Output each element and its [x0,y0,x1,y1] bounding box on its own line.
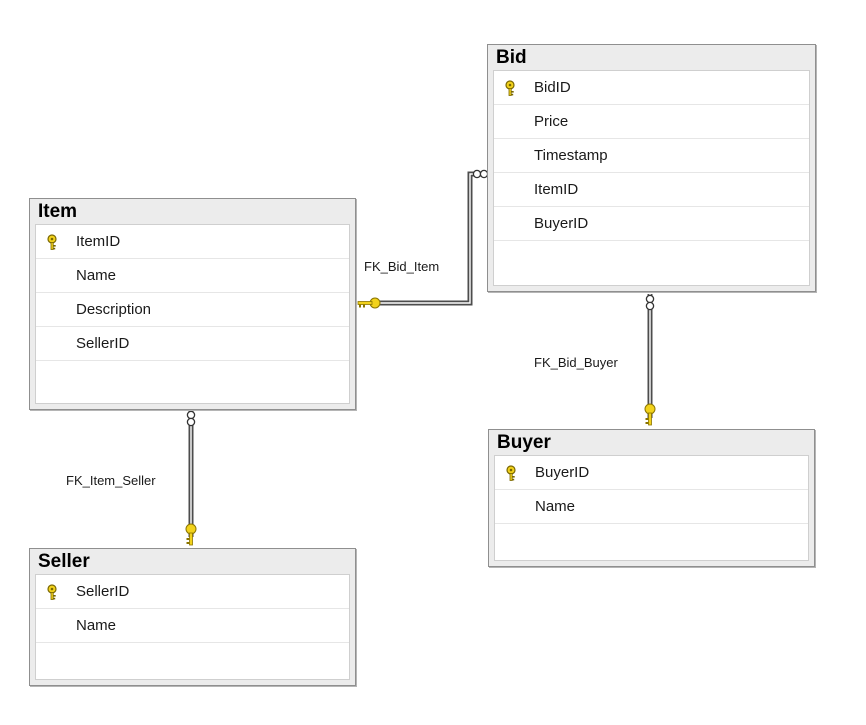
column-row[interactable]: Name [36,259,349,293]
infinity-icon [472,169,489,179]
key-icon [505,80,515,96]
key-icon [185,523,197,546]
column-row[interactable]: SellerID [36,575,349,609]
column-row[interactable]: ItemID [494,173,809,207]
column-name: ItemID [76,233,121,250]
column-name: Name [76,617,117,634]
column-name: ItemID [534,181,579,198]
column-name: Description [76,301,152,318]
column-row[interactable]: Description [36,293,349,327]
key-icon [357,297,381,309]
column-name: BidID [534,79,571,96]
column-name: Price [534,113,569,130]
column-row[interactable]: BidID [494,71,809,105]
fk-item-seller-label: FK_Item_Seller [66,473,156,488]
column-row[interactable]: Price [494,105,809,139]
column-row[interactable]: ItemID [36,225,349,259]
column-name: Name [535,498,576,515]
column-list: BidID Price Timestamp ItemID BuyerID [493,70,810,286]
column-row[interactable]: Name [495,490,808,524]
key-icon [506,465,516,481]
table-title[interactable]: Buyer [497,432,551,453]
table-item[interactable]: Item ItemID Name Description SellerID [29,198,356,410]
column-name: SellerID [76,335,130,352]
key-icon [47,584,57,600]
column-list: SellerID Name [35,574,350,680]
column-row[interactable]: SellerID [36,327,349,361]
column-name: BuyerID [534,215,589,232]
column-row[interactable]: Timestamp [494,139,809,173]
column-name: Name [76,267,117,284]
table-bid[interactable]: Bid BidID Price Timestamp ItemID BuyerID [487,44,816,292]
column-list: ItemID Name Description SellerID [35,224,350,404]
column-row[interactable]: BuyerID [494,207,809,241]
infinity-icon [645,294,655,311]
fk-bid-buyer-label: FK_Bid_Buyer [534,355,618,370]
infinity-icon [186,410,196,427]
table-title[interactable]: Bid [496,47,527,68]
table-seller[interactable]: Seller SellerID Name [29,548,356,686]
column-list: BuyerID Name [494,455,809,561]
column-name: SellerID [76,583,130,600]
table-buyer[interactable]: Buyer BuyerID Name [488,429,815,567]
fk-bid-item-label: FK_Bid_Item [364,259,440,274]
table-title[interactable]: Item [38,201,78,222]
column-name: BuyerID [535,464,590,481]
column-name: Timestamp [534,147,608,164]
table-title[interactable]: Seller [38,551,90,572]
key-icon [644,403,656,426]
column-row[interactable]: BuyerID [495,456,808,490]
key-icon [47,234,57,250]
column-row[interactable]: Name [36,609,349,643]
